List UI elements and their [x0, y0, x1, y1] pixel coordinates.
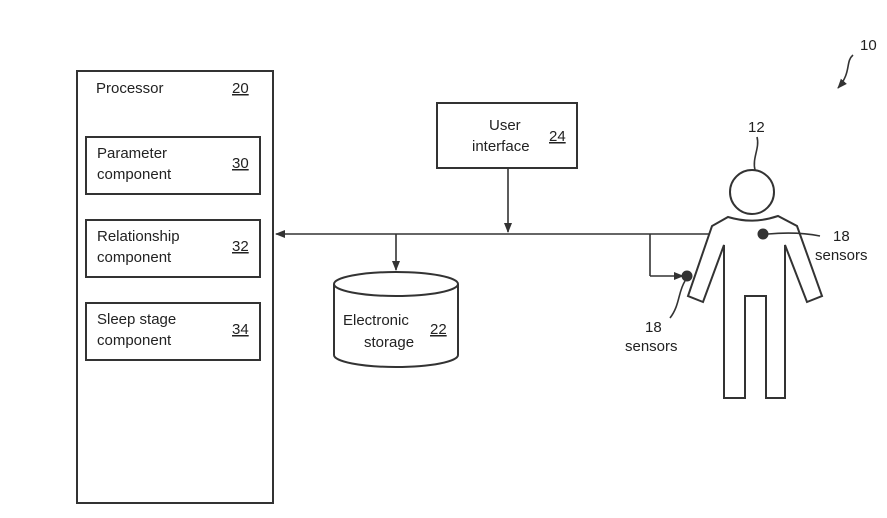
processor-block: Processor 20 Parameter component 30 Rela… [77, 71, 273, 503]
subject-ref: 12 [748, 119, 765, 136]
sleep-stage-component-line2: component [97, 332, 172, 349]
subject-ref-leader [754, 137, 757, 170]
sleep-stage-component: Sleep stage component 34 [86, 303, 260, 360]
relationship-component-ref: 32 [232, 238, 249, 255]
communication-bus [276, 168, 757, 276]
arm-sensor-leader [670, 281, 685, 318]
subject-body [688, 216, 822, 398]
subject-head [730, 170, 774, 214]
parameter-component: Parameter component 30 [86, 137, 260, 194]
storage-line1: Electronic [343, 312, 409, 329]
parameter-component-ref: 30 [232, 155, 249, 172]
figure-ref-number: 10 [860, 37, 877, 54]
storage-cylinder-top [334, 272, 458, 296]
relationship-component: Relationship component 32 [86, 220, 260, 277]
sleep-stage-component-ref: 34 [232, 321, 249, 338]
chest-sensor-label: sensors [815, 247, 868, 264]
arm-sensor-label: sensors [625, 338, 678, 355]
user-interface-ref: 24 [549, 128, 566, 145]
storage-ref: 22 [430, 321, 447, 338]
figure-reference: 10 [838, 37, 877, 88]
storage-line2: storage [364, 334, 414, 351]
arm-sensor: 18 sensors [625, 271, 692, 355]
user-interface-block: User interface 24 [437, 103, 577, 168]
user-interface-line1: User [489, 117, 521, 134]
sleep-stage-component-line1: Sleep stage [97, 311, 176, 328]
subject-figure: 12 [688, 119, 822, 398]
chest-sensor-dot [758, 229, 768, 239]
user-interface-line2: interface [472, 138, 530, 155]
processor-ref: 20 [232, 80, 249, 97]
relationship-component-line2: component [97, 249, 172, 266]
parameter-component-line1: Parameter [97, 145, 167, 162]
electronic-storage-block: Electronic storage 22 [334, 272, 458, 367]
chest-sensor-ref: 18 [833, 228, 850, 245]
arm-sensor-ref: 18 [645, 319, 662, 336]
relationship-component-line1: Relationship [97, 228, 180, 245]
figure-ref-arrow [838, 55, 853, 88]
processor-frame [77, 71, 273, 503]
parameter-component-line2: component [97, 166, 172, 183]
processor-label: Processor [96, 80, 164, 97]
arm-sensor-dot [682, 271, 692, 281]
